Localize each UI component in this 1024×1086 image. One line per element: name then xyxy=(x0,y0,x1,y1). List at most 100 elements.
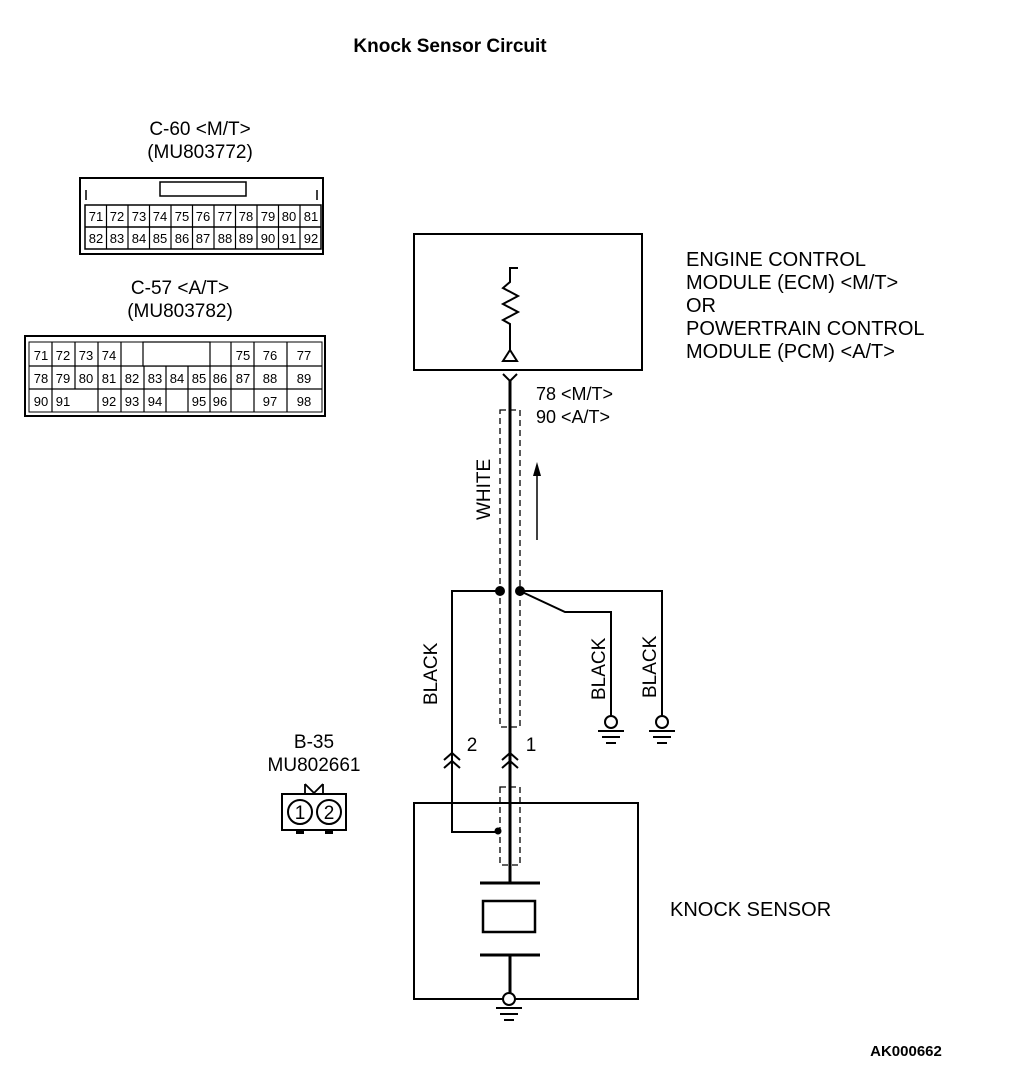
c60-pin: 71 xyxy=(89,209,103,224)
wire-label-black-mid: BLACK xyxy=(589,637,610,700)
c57-pin: 85 xyxy=(192,371,206,386)
c57-pin: 92 xyxy=(102,394,116,409)
ground-triangle-icon xyxy=(501,348,519,362)
wire-shield-lower xyxy=(499,786,521,866)
c60-pin: 85 xyxy=(153,231,167,246)
c60-pin: 79 xyxy=(261,209,275,224)
c60-pin: 90 xyxy=(261,231,275,246)
c57-pin: 96 xyxy=(213,394,227,409)
c60-pin: 91 xyxy=(282,231,296,246)
connector-c57-key xyxy=(142,341,211,367)
ground-wire-left xyxy=(451,590,500,833)
c60-pin: 87 xyxy=(196,231,210,246)
pin-label-1: 1 xyxy=(526,735,537,756)
c57-pin: 98 xyxy=(297,394,311,409)
c60-pin: 89 xyxy=(239,231,253,246)
c57-pin: 89 xyxy=(297,371,311,386)
c57-pin: 79 xyxy=(56,371,70,386)
connector-c60: C-60 <M/T> (MU803772) 71 72 73 74 75 76 … xyxy=(79,119,324,255)
c57-pin: 74 xyxy=(102,348,116,363)
wire-label-black-right: BLACK xyxy=(640,635,661,698)
c57-pin: 83 xyxy=(148,371,162,386)
c60-pin: 92 xyxy=(304,231,318,246)
wire-shield xyxy=(499,409,521,728)
c60-pin: 74 xyxy=(153,209,167,224)
c60-pin: 86 xyxy=(175,231,189,246)
wire-label-white: WHITE xyxy=(474,459,495,520)
c57-pin: 86 xyxy=(213,371,227,386)
connector-b35-name: B-35 xyxy=(294,732,334,753)
module-pin-at: 90 <A/T> xyxy=(536,407,610,427)
c60-pin: 75 xyxy=(175,209,189,224)
knock-sensor-box xyxy=(413,802,639,1000)
c57-pin: 80 xyxy=(79,371,93,386)
pin-label-2: 2 xyxy=(467,735,478,756)
wire-label-black-left: BLACK xyxy=(421,642,442,705)
figure-code: AK000662 xyxy=(870,1043,942,1060)
knock-sensor-label: KNOCK SENSOR xyxy=(670,899,831,921)
c57-pin: 77 xyxy=(297,348,311,363)
resistor-icon xyxy=(500,267,521,350)
c57-pin: 72 xyxy=(56,348,70,363)
connector-c57-grid xyxy=(51,342,288,412)
c57-pin: 71 xyxy=(34,348,48,363)
control-module-box xyxy=(413,233,643,371)
connector-c57-housing xyxy=(24,335,326,417)
connector-c57: C-57 <A/T> (MU803782) 71 72 73 74 75 xyxy=(24,278,326,417)
module-label-line: POWERTRAIN CONTROL xyxy=(686,318,925,340)
c57-pin: 76 xyxy=(263,348,277,363)
ground-icon xyxy=(496,1007,522,1021)
ground-icon xyxy=(598,715,624,744)
c60-pin: 83 xyxy=(110,231,124,246)
c57-pin: 84 xyxy=(170,371,184,386)
connector-c60-housing xyxy=(79,177,324,255)
module-label-line: MODULE (PCM) <A/T> xyxy=(686,341,895,363)
connector-b35: B-35 MU802661 1 2 xyxy=(268,732,361,834)
terminal-chevron-icon xyxy=(443,751,461,769)
control-module xyxy=(413,233,643,383)
c57-pin: 87 xyxy=(236,371,250,386)
terminal-chevron-icon xyxy=(502,373,518,383)
c60-pin: 81 xyxy=(304,209,318,224)
connector-b35-pin2: 2 xyxy=(324,803,335,824)
module-label-line: OR xyxy=(686,295,716,317)
module-label-line: MODULE (ECM) <M/T> xyxy=(686,272,898,294)
c57-pin: 81 xyxy=(102,371,116,386)
ground-icon xyxy=(649,715,675,744)
c57-pin: 91 xyxy=(56,394,70,409)
c57-pin: 94 xyxy=(148,394,162,409)
c57-pin: 78 xyxy=(34,371,48,386)
c60-pin: 73 xyxy=(132,209,146,224)
c57-pin: 97 xyxy=(263,394,277,409)
diagram-title: Knock Sensor Circuit xyxy=(353,36,547,57)
c57-pin: 90 xyxy=(34,394,48,409)
c57-pin: 82 xyxy=(125,371,139,386)
module-label-line: ENGINE CONTROL xyxy=(686,249,866,271)
c57-pin: 75 xyxy=(236,348,250,363)
signal-arrow-icon xyxy=(533,462,541,476)
c60-pin: 88 xyxy=(218,231,232,246)
module-pin-mt: 78 <M/T> xyxy=(536,384,613,404)
connector-b35-pin1: 1 xyxy=(295,803,306,824)
connector-c57-part: (MU803782) xyxy=(127,301,233,322)
connector-b35-housing xyxy=(281,793,347,831)
connector-c60-latch xyxy=(159,181,247,197)
ground-wire-right xyxy=(520,590,663,716)
knock-sensor xyxy=(413,802,639,1021)
c60-pin: 82 xyxy=(89,231,103,246)
c57-pin: 73 xyxy=(79,348,93,363)
c57-pin: 95 xyxy=(192,394,206,409)
connector-c60-grid xyxy=(105,205,301,249)
c57-pin: 93 xyxy=(125,394,139,409)
c60-pin: 76 xyxy=(196,209,210,224)
c60-pin: 80 xyxy=(282,209,296,224)
connector-b35-part: MU802661 xyxy=(268,755,361,776)
connector-c60-part: (MU803772) xyxy=(147,142,253,163)
terminal-chevron-icon xyxy=(501,751,519,769)
c57-pin: 88 xyxy=(263,371,277,386)
piezo-element-icon xyxy=(481,899,537,934)
c60-pin: 78 xyxy=(239,209,253,224)
ground-wire-mid xyxy=(519,590,612,716)
connector-c60-name: C-60 <M/T> xyxy=(149,119,250,140)
